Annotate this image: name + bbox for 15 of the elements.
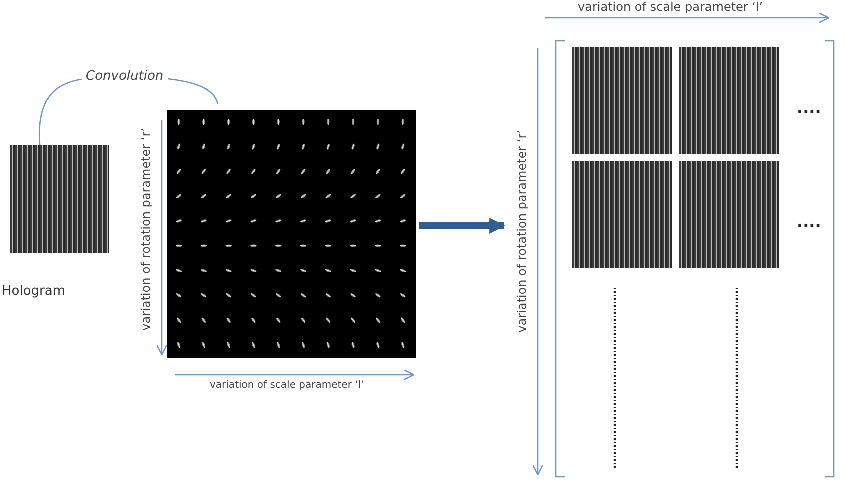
axis-label: variation of rotation parameter ‘r’ xyxy=(140,128,152,331)
pattern-picture xyxy=(572,161,672,268)
matrix-bracket xyxy=(555,40,835,478)
edge-label: Convolution xyxy=(82,70,168,83)
filter-bank-picture xyxy=(167,110,416,358)
pattern-picture xyxy=(679,47,779,154)
node-label: Hologram xyxy=(2,285,66,298)
block-arrow xyxy=(419,218,506,234)
ellipsis: .... xyxy=(797,100,822,116)
axis-label: variation of scale parameter ‘l’ xyxy=(578,1,764,13)
ellipsis: .... xyxy=(797,214,822,230)
pattern-picture xyxy=(572,47,672,154)
pattern-picture xyxy=(679,161,779,268)
axis-label: variation of rotation parameter ‘r’ xyxy=(516,130,528,333)
hologram-picture xyxy=(10,145,109,253)
